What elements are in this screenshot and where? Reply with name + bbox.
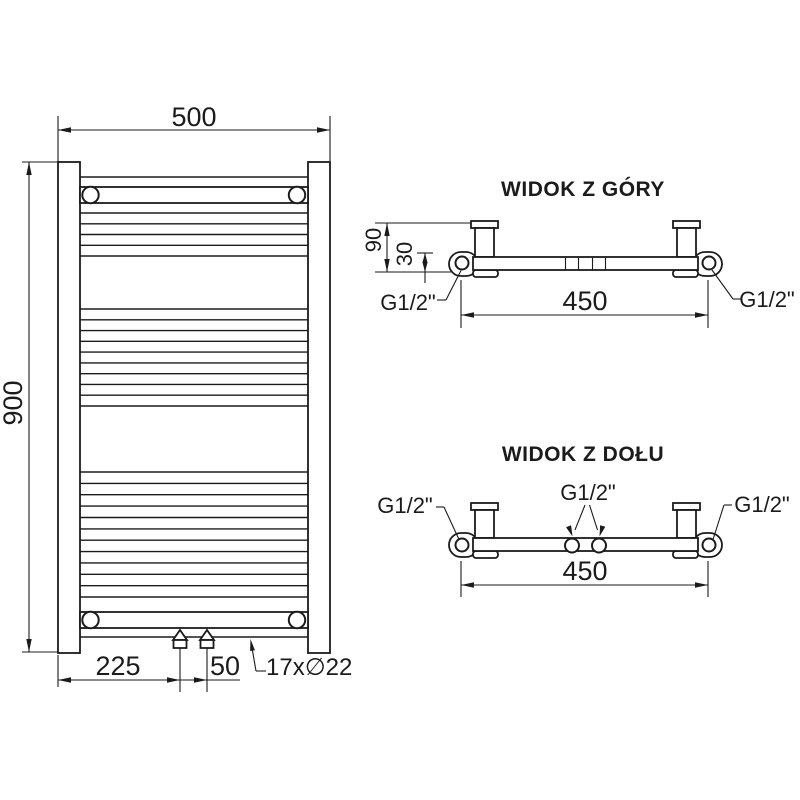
top-view-left-connection-label: G1/2" — [380, 270, 462, 315]
left-bracket-foot — [472, 550, 499, 559]
bottom-view-left-connection-label: G1/2" — [377, 493, 460, 540]
mount-circle-bottom-right — [287, 610, 307, 630]
dim-tube-offset: 30 — [392, 242, 433, 283]
offset-dim-label: 225 — [95, 651, 140, 681]
front-view: 500 900 225 50 17x∅22 — [0, 102, 352, 692]
mount-circle-bottom-left — [81, 610, 100, 630]
valve-left — [171, 628, 189, 692]
center-connection-ticks — [564, 258, 607, 270]
connection-label: G1/2" — [739, 287, 795, 312]
right-wall-bracket — [672, 220, 701, 258]
bottom-view-title: WIDOK Z DOŁU — [502, 443, 664, 466]
conn-spacing-dim-label: 450 — [562, 556, 607, 586]
tube-group-b — [80, 308, 308, 407]
dim-bottom-conn-spacing: 450 — [460, 556, 709, 597]
center-connection-hole-left — [564, 537, 580, 554]
dim-width: 500 — [57, 102, 331, 162]
left-bracket-foot — [472, 269, 499, 278]
valve-spacing-dim-label: 50 — [210, 651, 240, 681]
center-connection-hole-right — [591, 537, 607, 554]
left-connection-hole — [454, 255, 470, 271]
top-header-tube — [79, 185, 309, 205]
valve-right — [198, 628, 216, 692]
depth-dim-label: 90 — [361, 228, 386, 252]
right-connection-hole — [701, 255, 717, 271]
tube-group-c — [80, 471, 308, 598]
radiator-bar-top — [472, 256, 699, 271]
left-connection-hole — [454, 537, 470, 553]
bottom-view-right-connection-label: G1/2" — [712, 492, 790, 540]
right-bracket-foot — [672, 269, 699, 278]
left-collector — [57, 161, 81, 654]
connection-label: G1/2" — [377, 493, 433, 518]
left-wall-bracket — [470, 502, 499, 539]
right-wall-bracket — [672, 502, 701, 539]
dim-depth: 90 — [361, 222, 471, 273]
radiator-bar-bottom — [472, 537, 699, 552]
dim-top-conn-spacing: 450 — [460, 280, 709, 328]
mount-circle-top-right — [287, 185, 307, 205]
bottom-view: WIDOK Z DOŁU G1/2" — [377, 443, 790, 597]
connection-label: G1/2" — [734, 492, 790, 517]
width-dim-label: 500 — [171, 102, 216, 132]
right-bracket-foot — [672, 550, 699, 559]
conn-spacing-dim-label: 450 — [562, 286, 607, 316]
connection-label: G1/2" — [560, 480, 616, 505]
top-view-title: WIDOK Z GÓRY — [501, 177, 665, 201]
tube-spec-label: 17x∅22 — [266, 654, 352, 681]
top-view: WIDOK Z GÓRY — [361, 177, 795, 328]
right-collector — [307, 161, 331, 654]
top-view-right-connection-label: G1/2" — [711, 269, 795, 312]
height-dim-label: 900 — [0, 380, 28, 425]
bottom-view-center-connection-label: G1/2" — [560, 480, 616, 537]
left-wall-bracket — [470, 220, 499, 258]
bottom-header-tube — [79, 610, 309, 630]
dim-bottom-offsets: 225 50 — [57, 651, 240, 687]
right-connection-hole — [701, 537, 717, 553]
dim-height: 900 — [0, 161, 58, 653]
connection-label: G1/2" — [380, 290, 436, 315]
tube-spec-callout: 17x∅22 — [250, 639, 352, 681]
mount-circle-top-left — [81, 185, 100, 205]
tube-group-a — [80, 212, 308, 257]
tube-offset-dim-label: 30 — [392, 242, 417, 266]
